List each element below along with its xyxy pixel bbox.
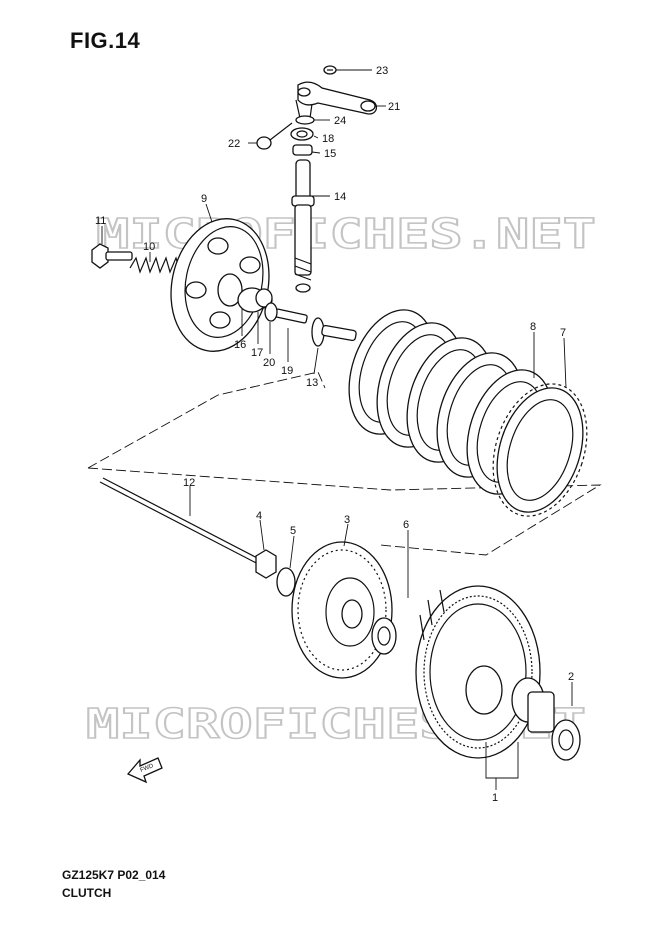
callout-9: 9	[201, 193, 207, 205]
watermark-top: MICROFICHES.NET	[96, 210, 596, 258]
callout-24: 24	[334, 115, 346, 127]
diagram-name: CLUTCH	[62, 886, 112, 900]
callout-5: 5	[290, 525, 296, 537]
callout-22: 22	[228, 138, 240, 150]
plates-box-outline	[87, 371, 326, 469]
clutch-sleeve-hub	[291, 541, 393, 679]
callout-20: 20	[263, 357, 275, 369]
callout-21: 21	[388, 101, 400, 113]
callout-3: 3	[344, 514, 350, 526]
nut-4	[255, 549, 277, 579]
callout-12: 12	[183, 477, 195, 489]
clutch-housing	[415, 585, 541, 759]
push-rod-19	[274, 308, 357, 347]
plates-box-outline-bottom	[87, 467, 602, 556]
callout-16: 16	[234, 339, 246, 351]
long-push-rod-12	[99, 477, 266, 567]
bearing-15	[292, 144, 313, 156]
screw-23	[323, 65, 337, 75]
fwd-arrow-icon: FWD	[126, 757, 163, 784]
callout-labels: 23 21 24 18 22 15 14 9 11 10 8 7 16 17 2…	[95, 65, 574, 804]
callout-11: 11	[95, 215, 106, 227]
callout-14: 14	[334, 191, 346, 203]
diagram-code: GZ125K7 P02_014	[62, 868, 166, 882]
thrust-washer-6-inner	[377, 626, 391, 646]
callout-4: 4	[256, 510, 262, 522]
leader-lines	[101, 69, 573, 790]
callout-7: 7	[560, 327, 566, 339]
callout-10: 10	[143, 241, 155, 253]
callout-23: 23	[376, 65, 388, 77]
callout-18: 18	[322, 133, 334, 145]
washer-20	[264, 302, 278, 322]
callout-19: 19	[281, 365, 293, 377]
release-shaft	[291, 159, 315, 293]
callout-13: 13	[306, 377, 318, 389]
washer-5	[276, 567, 296, 597]
seal-18-inner	[296, 130, 308, 138]
callout-17: 17	[251, 347, 263, 359]
washer-24	[295, 115, 315, 125]
bearing-17	[255, 288, 273, 308]
clutch-plates-stack	[348, 309, 588, 517]
callout-2: 2	[568, 671, 574, 683]
callout-6: 6	[403, 519, 409, 531]
pressure-plate	[170, 218, 273, 352]
seal-18	[290, 127, 314, 141]
spacer-2	[511, 677, 581, 761]
release-arm	[295, 81, 378, 119]
callout-15: 15	[324, 148, 336, 160]
thrust-washer-6	[371, 617, 397, 655]
bolt-22	[256, 122, 293, 150]
fwd-tag: FWD	[140, 763, 156, 774]
callout-8: 8	[530, 321, 536, 333]
bolt-11	[91, 243, 133, 269]
figure-title: FIG.14	[70, 28, 141, 53]
callout-1: 1	[492, 792, 498, 804]
